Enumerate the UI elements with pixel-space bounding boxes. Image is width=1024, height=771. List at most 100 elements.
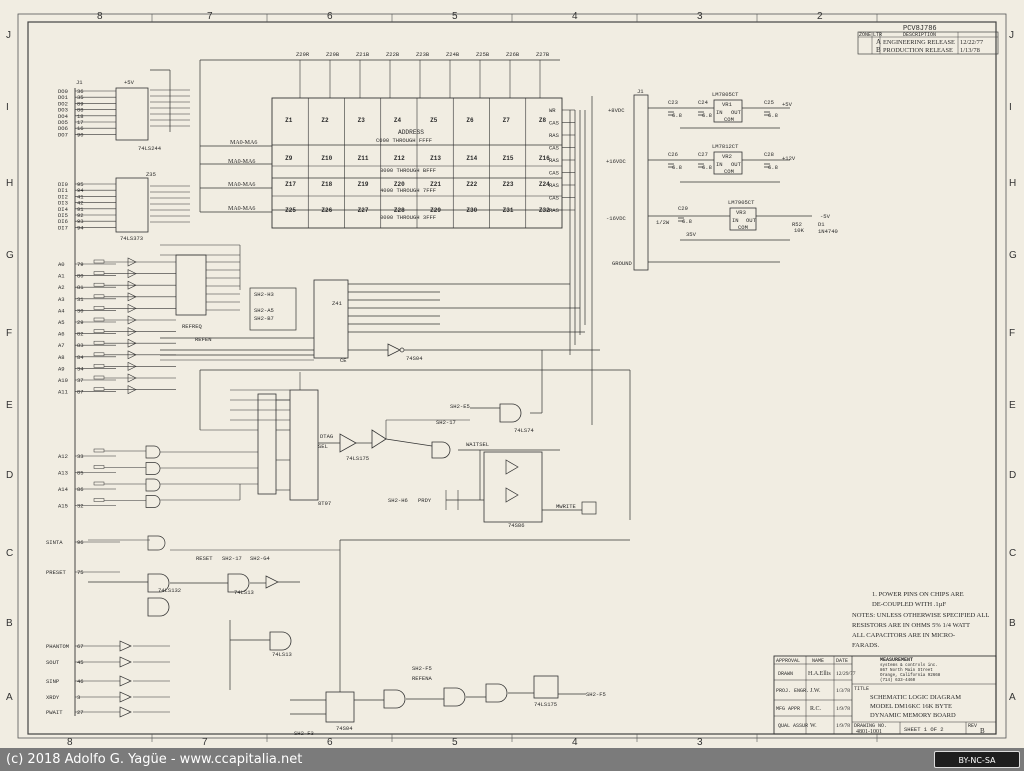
address-resistor-network bbox=[93, 257, 176, 395]
name-qual: W. bbox=[810, 723, 817, 729]
pin-addr-10-num: 37 bbox=[77, 377, 84, 384]
name-hdr: NAME bbox=[812, 658, 824, 664]
company-1: MEASUREMENT bbox=[880, 657, 913, 663]
addr-resistor-6 bbox=[93, 329, 105, 333]
zone-bottom-7: 7 bbox=[202, 737, 208, 748]
control-pin-preset-num: 75 bbox=[77, 569, 84, 576]
addr-buffer-11 bbox=[127, 385, 137, 395]
pin-data-out-3-num: 42 bbox=[77, 200, 84, 207]
pin-addr-9-name: A9 bbox=[58, 365, 65, 372]
pin-upper-addr-0-name: A12 bbox=[58, 453, 68, 460]
pin-data-in-1-num: 35 bbox=[77, 94, 84, 101]
date-proj: 1/3/78 bbox=[836, 688, 850, 694]
address-range-3: 4000 THROUGH 7FFF bbox=[380, 187, 436, 194]
pin-data-out-5-num: 92 bbox=[77, 212, 84, 219]
reg1-out: OUT bbox=[731, 109, 742, 116]
sel-label: WAITSEL bbox=[466, 441, 489, 448]
ram-chip-z4: Z4 bbox=[394, 117, 402, 124]
comp-gate-chip: 74LS175 bbox=[346, 455, 369, 462]
power-cap-c24-value: 6.8 bbox=[702, 112, 712, 119]
zone-right-e: E bbox=[1009, 400, 1016, 411]
mux-chip-name: Z41 bbox=[332, 300, 343, 307]
rev-b-date: 1/13/78 bbox=[960, 47, 980, 54]
power-in-gnd: GROUND bbox=[612, 260, 633, 267]
control-pin-xrdy-name: XRDY bbox=[46, 694, 60, 701]
pin-addr-6-name: A6 bbox=[58, 331, 65, 338]
upper-addr-gate-0 bbox=[145, 445, 161, 459]
zone-left-d: D bbox=[6, 470, 13, 481]
reg3-out: OUT bbox=[746, 217, 757, 224]
reset-gate-chip: 74LS132 bbox=[158, 587, 181, 594]
zone-bottom-6: 6 bbox=[327, 737, 333, 748]
pin-data-out-2-name: DI2 bbox=[58, 193, 68, 200]
license-badge[interactable]: BY-NC-SA bbox=[934, 751, 1020, 768]
addr-buffer-1 bbox=[127, 269, 137, 279]
pin-data-in-5-name: DO5 bbox=[58, 119, 68, 126]
control-pin-sinta-num: 96 bbox=[77, 539, 84, 546]
sheet-ref-reset: SH2-17 bbox=[222, 555, 242, 562]
note-line-1: 1. POWER PINS ON CHIPS ARE bbox=[872, 591, 964, 598]
zener-part: 1N4740 bbox=[818, 228, 838, 235]
svg-text:J1: J1 bbox=[76, 79, 83, 86]
ras-cas-label-5: CAS bbox=[549, 170, 560, 177]
ram-chip-z15: Z15 bbox=[503, 155, 514, 162]
addr-resistor-1 bbox=[93, 271, 105, 275]
upper-addr-resistor-1 bbox=[93, 465, 105, 469]
sheet-ref-h3: SH2-H3 bbox=[254, 291, 274, 298]
reg3-name: VR3 bbox=[736, 209, 746, 216]
ras-cas-label-6: RAS bbox=[549, 182, 560, 189]
pin-data-in-2-num: 89 bbox=[77, 100, 84, 107]
ram-chip-z29: Z29 bbox=[430, 207, 441, 214]
reg3-com: COM bbox=[738, 224, 748, 231]
address-mux: Z41 SH2-H3 SH2-A5 SH2-B7 REFREQ REFEN 74… bbox=[160, 254, 600, 364]
zone-right-a: A bbox=[1009, 692, 1016, 703]
reset-gate2-chip: 74LS13 bbox=[234, 589, 254, 596]
pin-addr-11-num: 87 bbox=[77, 389, 84, 396]
pin-data-in-1-name: DO1 bbox=[58, 94, 69, 101]
comp-ab-label: DTAG bbox=[320, 433, 333, 440]
power-cap-c24: C24 bbox=[698, 99, 709, 106]
pin-data-in-7-name: DO7 bbox=[58, 131, 68, 138]
addr-resistor-3 bbox=[93, 294, 105, 299]
pin-data-in-0-name: DO0 bbox=[58, 88, 68, 95]
ram-chip-z12: Z12 bbox=[394, 155, 405, 162]
power-cap-c23: C23 bbox=[668, 99, 678, 106]
ram-chip-z21: Z21 bbox=[430, 181, 441, 188]
pin-addr-10-name: A10 bbox=[58, 377, 68, 384]
pin-data-in-6-name: DO6 bbox=[58, 125, 68, 132]
drawing-no: 4801-1001 bbox=[856, 729, 882, 735]
pin-upper-addr-2-name: A14 bbox=[58, 486, 69, 493]
reg3-part: LM7905CT bbox=[728, 199, 755, 206]
reset-logic: RESET SH2-17 SH2-G4 74LS132 74LS13 74LS1… bbox=[88, 539, 630, 737]
vout-neg5v: -5V bbox=[820, 213, 831, 220]
ram-chip-z23: Z23 bbox=[503, 181, 514, 188]
drawing-no-label: DRAWING NO. bbox=[854, 723, 887, 729]
control-buffer-6 bbox=[119, 706, 132, 718]
ram-chip-z13: Z13 bbox=[430, 155, 441, 162]
address-label: ADDRESS bbox=[398, 129, 424, 136]
revision-block: PCV8J786 ZONE LTR DESCRIPTION A ENGINEER… bbox=[857, 25, 999, 55]
pin-data-out-0-name: DI0 bbox=[58, 181, 68, 188]
addr-resistor-9 bbox=[93, 364, 105, 368]
ram-chip-z24: Z24 bbox=[539, 181, 550, 188]
note-line-4: RESISTORS ARE IN OHMS 5% 1/4 WATT bbox=[852, 622, 970, 629]
copyright-credit: (c) 2018 Adolfo G. Yagüe - www.ccapitali… bbox=[6, 752, 303, 767]
data-in-buffer: 74LS244 +5V bbox=[115, 79, 162, 152]
zone-bottom-3: 3 bbox=[697, 737, 703, 748]
ma-buses: MA0-MA6 MA0-MA6 MA0-MA6 MA0-MA6 bbox=[150, 59, 560, 223]
upper-address-gates bbox=[93, 445, 166, 551]
ras-cas-label-2: RAS bbox=[549, 132, 560, 139]
data-out-buffer-name: 74LS373 bbox=[120, 235, 143, 242]
power-cap-c23-value: 6.8 bbox=[672, 112, 682, 119]
title-line-1: SCHEMATIC LOGIC DIAGRAM bbox=[870, 694, 961, 701]
svg-text:J1: J1 bbox=[637, 88, 644, 95]
refena-label: REFENA bbox=[412, 675, 433, 682]
rev-header-ltr: LTR bbox=[873, 32, 882, 38]
zone-right-f: F bbox=[1009, 328, 1015, 339]
role-mfg: MFG APPR bbox=[776, 706, 800, 712]
interconnect bbox=[88, 244, 470, 551]
zone-right-c: C bbox=[1009, 548, 1016, 559]
data-out-buffer: 74LS373 Z35 bbox=[115, 171, 156, 242]
pin-data-in-4-name: DO4 bbox=[58, 113, 69, 120]
